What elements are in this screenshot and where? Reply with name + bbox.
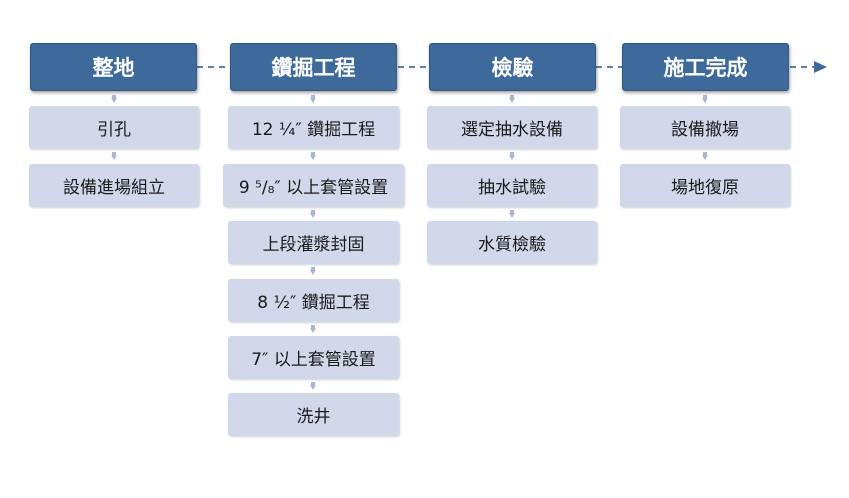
step-box: 設備撤場 bbox=[620, 106, 790, 149]
step-connector bbox=[311, 325, 315, 328]
step-connector bbox=[311, 95, 315, 98]
down-arrow-icon bbox=[310, 385, 316, 390]
step-box: 水質檢驗 bbox=[427, 221, 597, 264]
down-arrow-icon bbox=[310, 98, 316, 103]
step-connector bbox=[112, 152, 116, 155]
arrowhead-icon bbox=[814, 61, 827, 73]
down-arrow-icon bbox=[310, 155, 316, 160]
step-box: 設備進場組立 bbox=[29, 164, 199, 207]
step-box: 7″ 以上套管設置 bbox=[228, 336, 399, 379]
step-connector bbox=[510, 95, 514, 98]
step-connector bbox=[311, 267, 315, 270]
down-arrow-icon bbox=[310, 328, 316, 333]
step-box: 場地復原 bbox=[620, 164, 790, 207]
down-arrow-icon bbox=[111, 98, 117, 103]
step-box: 引孔 bbox=[29, 106, 199, 149]
step-connector bbox=[510, 152, 514, 155]
step-box: 抽水試驗 bbox=[427, 164, 597, 207]
down-arrow-icon bbox=[310, 213, 316, 218]
step-connector bbox=[311, 152, 315, 155]
step-box: 9 ⁵/₈″ 以上套管設置 bbox=[223, 164, 404, 207]
step-connector bbox=[510, 210, 514, 213]
step-box: 上段灌漿封固 bbox=[228, 221, 399, 264]
phase-header-4: 施工完成 bbox=[622, 43, 789, 91]
down-arrow-icon bbox=[509, 98, 515, 103]
phase-header-3: 檢驗 bbox=[429, 43, 596, 91]
down-arrow-icon bbox=[111, 155, 117, 160]
step-connector bbox=[112, 95, 116, 98]
phase-header-2: 鑽掘工程 bbox=[230, 43, 397, 91]
down-arrow-icon bbox=[509, 213, 515, 218]
down-arrow-icon bbox=[702, 155, 708, 160]
step-connector bbox=[311, 382, 315, 385]
step-connector bbox=[703, 152, 707, 155]
down-arrow-icon bbox=[509, 155, 515, 160]
down-arrow-icon bbox=[310, 270, 316, 275]
step-box: 12 ¼″ 鑽掘工程 bbox=[228, 106, 399, 149]
step-box: 8 ½″ 鑽掘工程 bbox=[228, 279, 399, 322]
step-box: 洗井 bbox=[228, 393, 399, 436]
phase-header-1: 整地 bbox=[30, 43, 197, 91]
down-arrow-icon bbox=[702, 98, 708, 103]
step-connector bbox=[311, 210, 315, 213]
step-connector bbox=[703, 95, 707, 98]
step-box: 選定抽水設備 bbox=[427, 106, 597, 149]
